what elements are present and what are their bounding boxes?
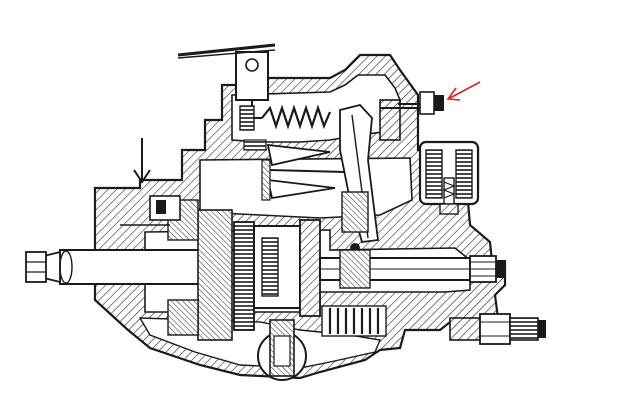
solenoid-valve: [418, 140, 480, 215]
down-arrow-icon: [133, 138, 151, 184]
delivery-valve: [449, 313, 546, 345]
adjustment-screw: [398, 91, 444, 115]
drive-gear: [167, 199, 255, 341]
control-lever-assembly: [339, 99, 430, 253]
red-callout-arrow-icon: [446, 81, 481, 101]
plunger-spring: [321, 305, 387, 337]
distributor-plunger: [319, 249, 506, 289]
governor-spring: [239, 104, 332, 131]
fuel-inlet-channel: [120, 195, 181, 226]
governor-lever: [177, 43, 276, 118]
timing-device: [257, 319, 307, 381]
flyweights: [243, 139, 346, 201]
cam-plate: [253, 219, 321, 317]
